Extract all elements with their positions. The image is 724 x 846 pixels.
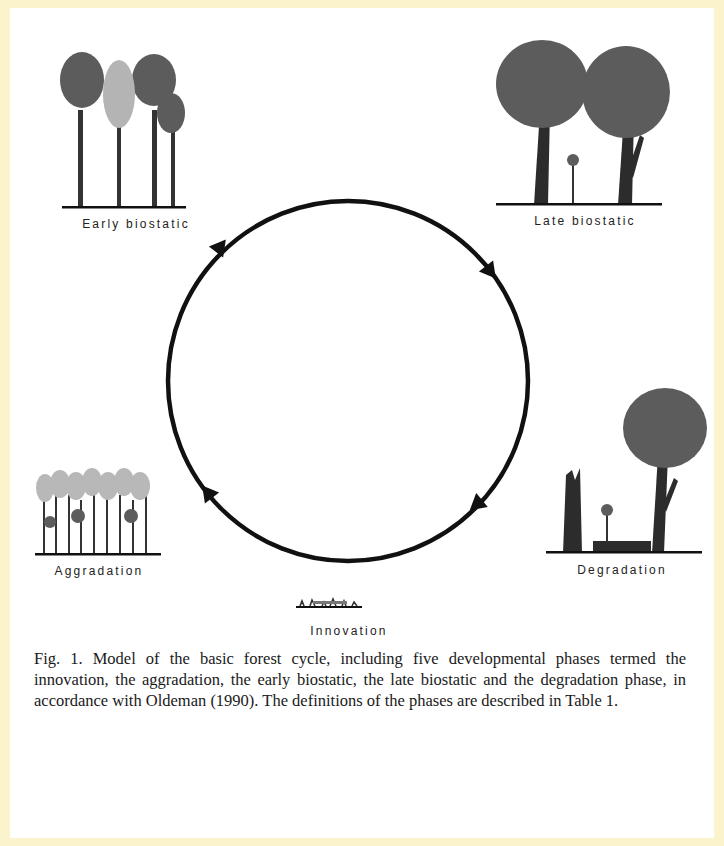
figure-caption: Fig. 1. Model of the basic forest cycle,… xyxy=(34,648,686,711)
phase-label: Aggradation xyxy=(55,564,144,578)
phase-label: Late biostatic xyxy=(534,214,636,228)
arrowhead xyxy=(464,493,488,517)
aggradation-trees xyxy=(35,468,161,556)
early-biostatic-trees xyxy=(60,52,186,209)
phase-label: Innovation xyxy=(310,624,387,638)
innovation-seedlings xyxy=(296,599,362,608)
arrowhead xyxy=(479,260,503,284)
degradation-trees xyxy=(546,388,707,554)
phase-label: Early biostatic xyxy=(82,217,190,231)
cycle-circle xyxy=(168,201,528,561)
arrowhead xyxy=(195,480,219,504)
late-biostatic-trees xyxy=(496,40,670,206)
arrowhead xyxy=(209,234,233,258)
phase-label: Degradation xyxy=(577,563,667,577)
